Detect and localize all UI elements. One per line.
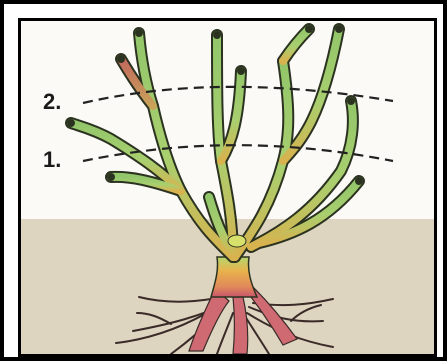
pruning-diagram: 2. 1.	[21, 21, 434, 354]
cut-line-2-label: 2.	[43, 89, 61, 114]
illustration-panel: 2. 1.	[18, 18, 437, 357]
cut-line-1-label: 1.	[43, 147, 61, 172]
crown-node	[228, 235, 246, 247]
